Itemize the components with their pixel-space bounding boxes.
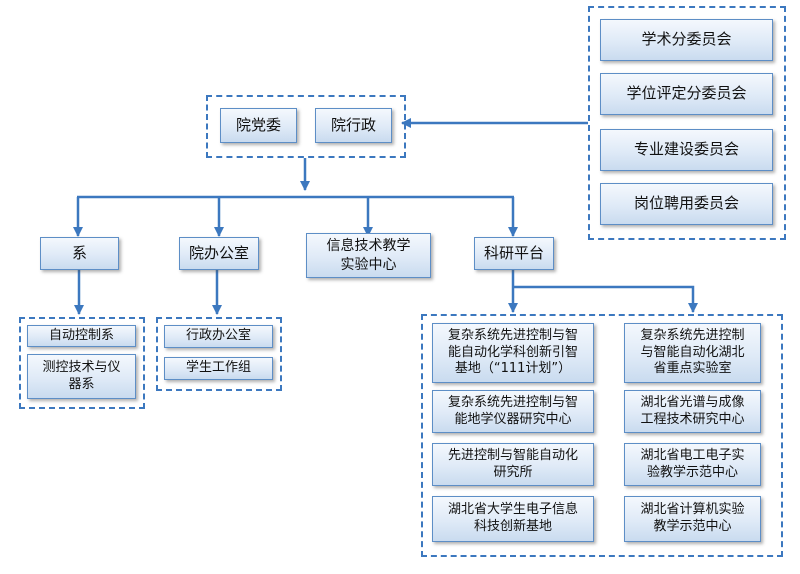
office-items-group [156, 317, 282, 391]
dept-item-automation: 自动控制系 [27, 325, 136, 347]
research-right-item: 复杂系统先进控制 与智能自动化湖北 省重点实验室 [624, 323, 761, 383]
committee-degree: 学位评定分委员会 [600, 73, 773, 115]
unit-it-center: 信息技术教学 实验中心 [306, 233, 431, 278]
research-right-item: 湖北省光谱与成像 工程技术研究中心 [624, 390, 761, 433]
research-right-item: 湖北省计算机实验 教学示范中心 [624, 496, 761, 542]
committee-major: 专业建设委员会 [600, 129, 773, 171]
unit-department: 系 [40, 237, 119, 270]
research-left-item: 复杂系统先进控制与智 能自动化学科创新引智 基地（“111计划”） [432, 323, 594, 383]
dept-item-measurement: 测控技术与仪 器系 [27, 354, 136, 399]
research-platforms-group [421, 314, 783, 557]
committee-hiring: 岗位聘用委员会 [600, 183, 773, 225]
research-left-item: 先进控制与智能自动化 研究所 [432, 443, 594, 486]
research-to-platforms-arrow-right [513, 285, 698, 313]
committees-group [588, 6, 786, 240]
research-left-item: 复杂系统先进控制与智 能地学仪器研究中心 [432, 390, 594, 433]
unit-research-platform: 科研平台 [474, 237, 554, 270]
committee-academic: 学术分委员会 [600, 19, 773, 61]
office-item-student-affairs: 学生工作组 [164, 357, 273, 380]
research-left-item: 湖北省大学生电子信息 科技创新基地 [432, 496, 594, 542]
department-items-group [19, 317, 145, 409]
research-right-item: 湖北省电工电子实 验教学示范中心 [624, 443, 761, 486]
administration-box: 院行政 [315, 108, 392, 143]
unit-office: 院办公室 [179, 237, 259, 270]
party-committee-box: 院党委 [220, 108, 297, 143]
office-item-administrative: 行政办公室 [164, 325, 273, 348]
